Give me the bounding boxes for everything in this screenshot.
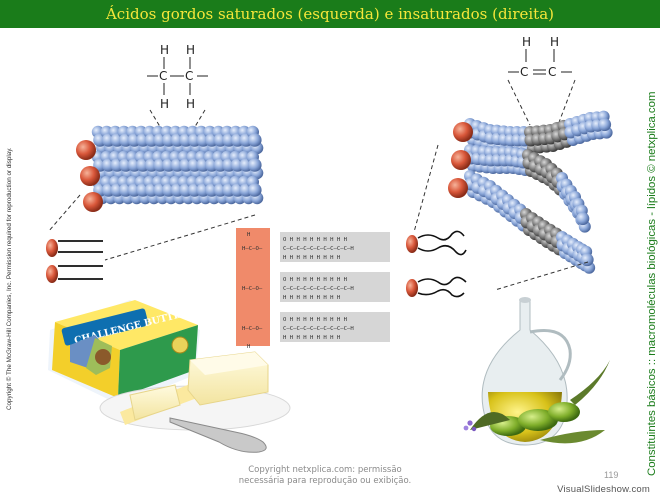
triglyceride-structure: H—C—O— O H H H H H H H H H C—C—C—C—C—C—C—C… xyxy=(236,228,390,350)
h-atom-top-left: H xyxy=(160,43,169,57)
acid-h-top: O H H H H H H H H H xyxy=(283,277,347,283)
fatty-acid-chain-3 xyxy=(280,312,390,342)
saturated-space-filling-model xyxy=(76,125,264,212)
butter-illustration: CHALLENGE BUTTER xyxy=(48,300,291,453)
c-atom-left: C xyxy=(159,69,167,83)
h-atom-bottom-left: H xyxy=(160,97,169,111)
c-atom-right: C xyxy=(185,69,193,83)
hydrogen-atom xyxy=(576,212,590,226)
glycerol-row: H—C—O— xyxy=(242,286,263,292)
hydrogen-atom xyxy=(580,253,594,267)
footer-copyright: Copyright netxplica.com: permissão neces… xyxy=(220,465,430,487)
acid-h-bottom: H H H H H H H H H xyxy=(283,295,340,301)
slide-title: Ácidos gordos saturados (esquerda) e ins… xyxy=(105,5,555,23)
acid-h-top: O H H H H H H H H H xyxy=(283,237,347,243)
glycerol-row: H—C—O— xyxy=(242,246,263,252)
fatty-acid-chain-1 xyxy=(280,232,390,262)
acid-h-bottom: H H H H H H H H H xyxy=(283,255,340,261)
glycerol-backbone xyxy=(236,228,270,346)
carbon-atom xyxy=(248,183,262,197)
title-bar xyxy=(0,0,660,28)
hydrogen-atom xyxy=(598,118,612,132)
unsaturated-space-filling-model xyxy=(448,110,613,274)
carbon-atom xyxy=(248,133,262,147)
acid-chain: C—C—C—C—C—C—C—C—C—C—H xyxy=(283,326,354,332)
saturated-bond-formula: H H C C H H xyxy=(147,43,208,111)
c-atom-right: C xyxy=(548,65,556,79)
glycerol-head xyxy=(448,178,468,198)
saturated-schematic xyxy=(46,239,103,283)
h-atom-top-right: H xyxy=(186,43,195,57)
h-atom-bottom-right: H xyxy=(186,97,195,111)
glycerol-head xyxy=(453,122,473,142)
glycerol-head xyxy=(80,166,100,186)
acid-chain: C—C—C—C—C—C—C—C—C—C—H xyxy=(283,286,354,292)
visualslideshow-watermark: VisualSlideshow.com xyxy=(557,484,650,495)
unsaturated-schematic xyxy=(406,230,467,298)
glycerol-h-top: H xyxy=(247,232,250,238)
acid-chain: C—C—C—C—C—C—C—C—C—C—H xyxy=(283,246,354,252)
h-atom-left: H xyxy=(522,35,531,49)
acid-h-bottom: H H H H H H H H H xyxy=(283,335,340,341)
glycerol-row: H—C—O— xyxy=(242,326,263,332)
c-atom-left: C xyxy=(520,65,528,79)
olive-oil-illustration xyxy=(463,297,610,446)
footer-copyright-line1: Copyright netxplica.com: permissão xyxy=(248,465,402,475)
carbon-atom xyxy=(248,158,262,172)
unsaturated-bond-formula: H H C C xyxy=(508,35,572,79)
acid-h-top: O H H H H H H H H H xyxy=(283,317,347,323)
glycerol-head xyxy=(83,192,103,212)
glycerol-head xyxy=(76,140,96,160)
footer-copyright-line2: necessária para reprodução ou exibição. xyxy=(238,476,412,486)
glycerol-head xyxy=(451,150,471,170)
fatty-acid-chain-2 xyxy=(280,272,390,302)
glycerol-h-bottom: H xyxy=(247,344,250,350)
h-atom-right: H xyxy=(550,35,559,49)
page-number: 119 xyxy=(604,470,619,480)
